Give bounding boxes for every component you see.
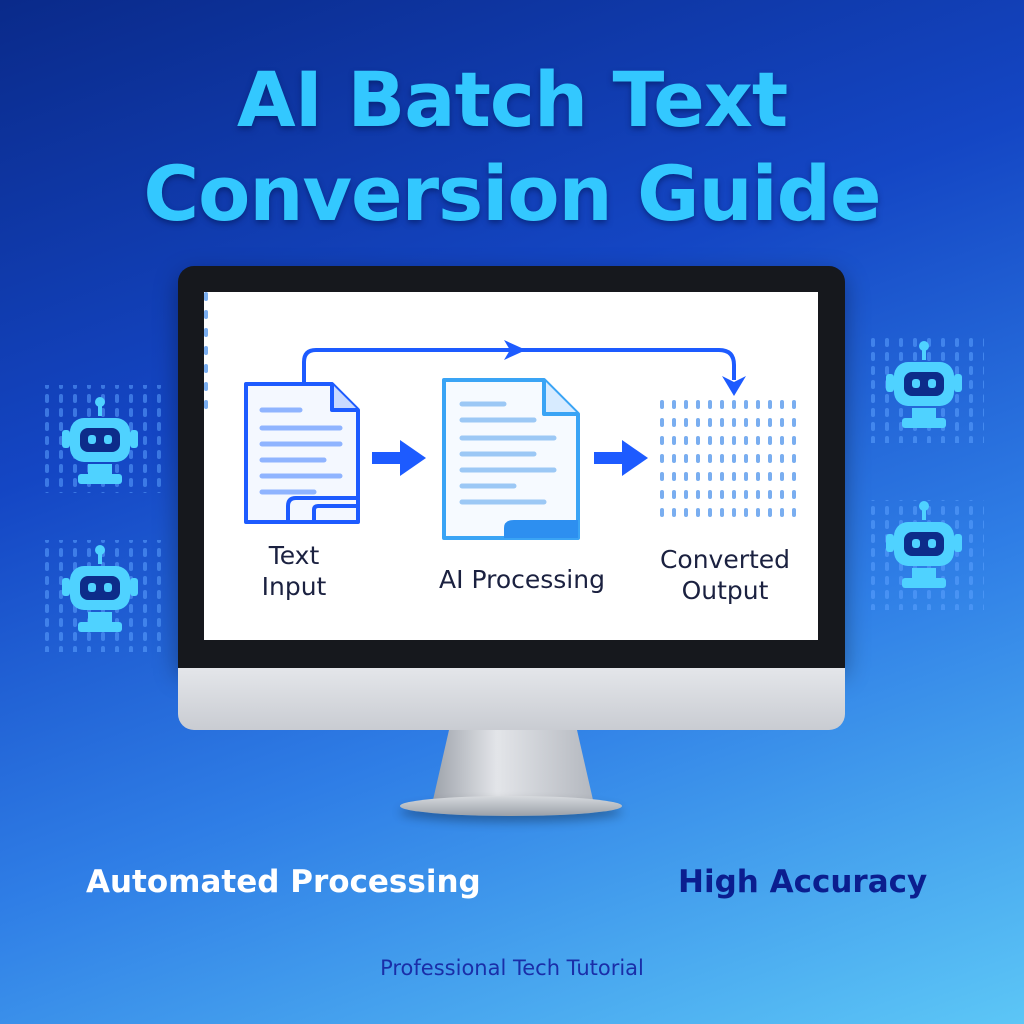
monitor: Text Input AI Processing Converted Outpu… bbox=[178, 266, 845, 731]
monitor-stand-neck bbox=[433, 730, 593, 800]
footer-caption: Professional Tech Tutorial bbox=[380, 956, 644, 980]
binary-pattern bbox=[42, 385, 164, 493]
arrow-right-icon-1 bbox=[372, 440, 426, 476]
binary-data-icon bbox=[204, 292, 796, 517]
step-label-text-input: Text Input bbox=[244, 540, 344, 602]
monitor-bezel: Text Input AI Processing Converted Outpu… bbox=[178, 266, 845, 668]
step-label-ai-processing: AI Processing bbox=[422, 564, 622, 595]
step-label-line: Text bbox=[268, 541, 320, 570]
workflow-diagram bbox=[204, 292, 796, 540]
document-icon bbox=[244, 382, 360, 524]
robot-icon bbox=[884, 339, 964, 430]
monitor-screen: Text Input AI Processing Converted Outpu… bbox=[204, 292, 818, 640]
robot-icon bbox=[60, 543, 140, 634]
document-icon bbox=[442, 378, 580, 540]
binary-pattern bbox=[862, 335, 984, 443]
loop-arrow-head-top bbox=[504, 340, 526, 360]
monitor-stand-base bbox=[400, 796, 622, 816]
monitor-chin bbox=[178, 668, 845, 730]
step-label-line: Converted bbox=[659, 545, 791, 574]
step-label-line: Input bbox=[261, 572, 327, 601]
loop-arrow-head-down bbox=[722, 376, 746, 396]
page-title-line-1: AI Batch Text bbox=[236, 55, 788, 144]
arrow-right-icon-2 bbox=[594, 440, 648, 476]
robot-icon bbox=[60, 395, 140, 486]
feature-high-accuracy: High Accuracy bbox=[678, 864, 928, 900]
page-title-line-2: Conversion Guide bbox=[143, 149, 881, 238]
step-label-line: Output bbox=[681, 576, 769, 605]
binary-pattern bbox=[862, 500, 984, 610]
step-label-converted-output: Converted Output bbox=[640, 544, 810, 606]
robot-icon bbox=[884, 499, 964, 590]
binary-pattern bbox=[42, 540, 164, 652]
step-label-line: AI Processing bbox=[439, 565, 605, 594]
feature-automated-processing: Automated Processing bbox=[86, 864, 481, 900]
